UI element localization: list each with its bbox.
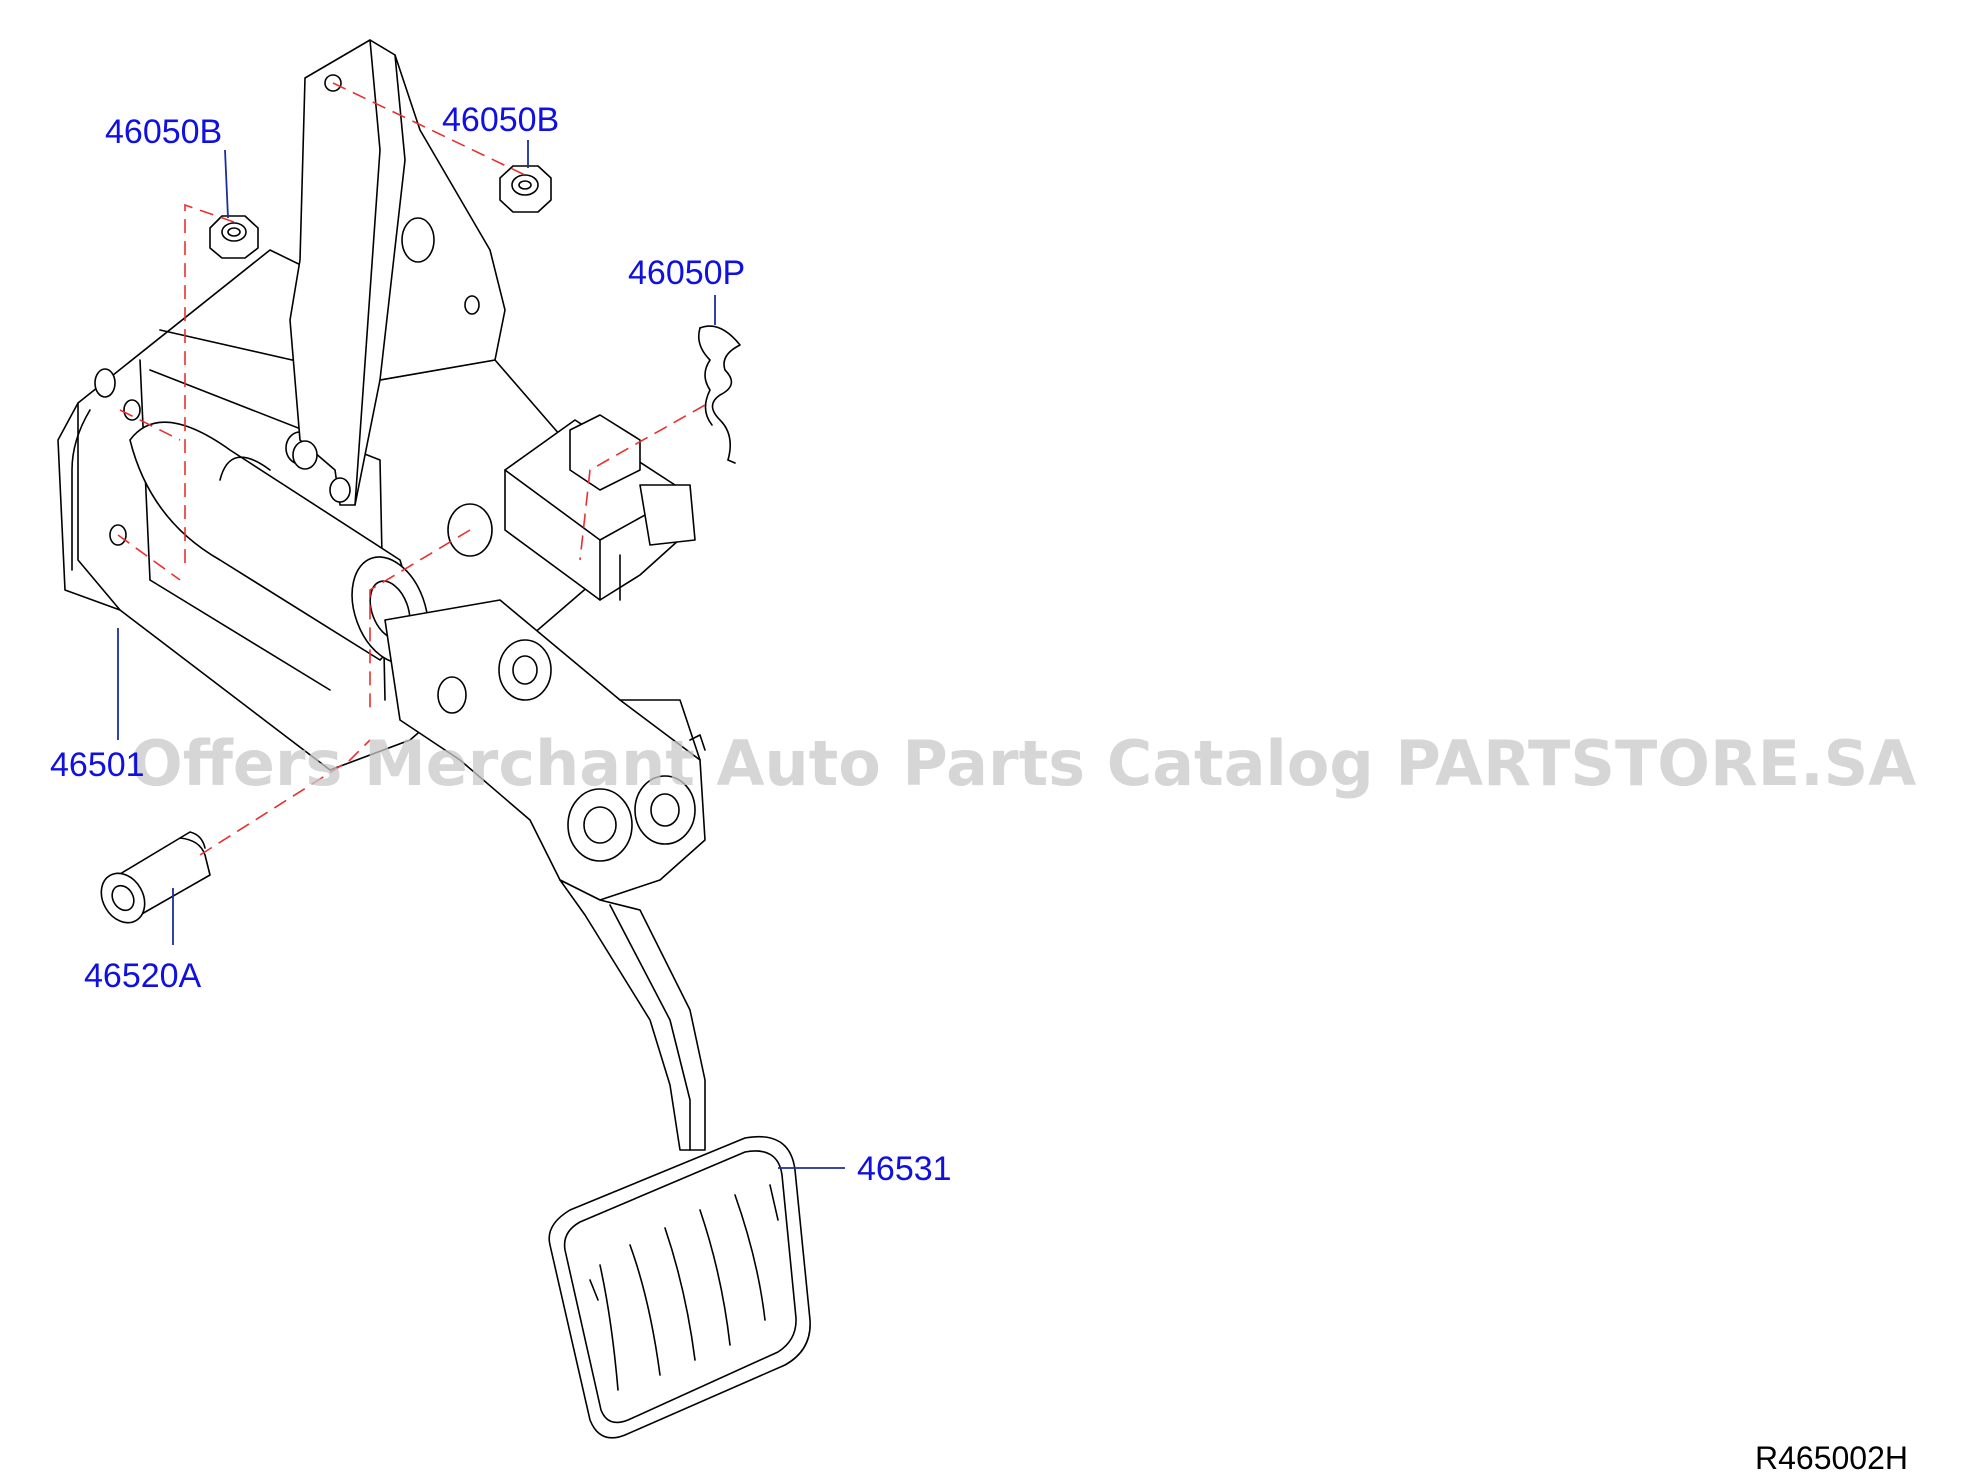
- callout-46050p[interactable]: 46050P: [628, 254, 745, 292]
- nut-left-drawing: [209, 215, 259, 259]
- upper-mount-plate: [289, 39, 506, 506]
- switch-bracket: [504, 414, 696, 601]
- callout-46050b-left[interactable]: 46050B: [105, 113, 222, 151]
- watermark-text: Offers Merchant Auto Parts Catalog PARTS…: [130, 727, 1916, 800]
- snap-pin-drawing: [697, 325, 741, 464]
- callout-46531[interactable]: 46531: [857, 1150, 952, 1188]
- diagram-reference-code: R465002H: [1755, 1440, 1908, 1476]
- pedal-arm: [559, 879, 706, 1151]
- stopper-drawing: [100, 831, 211, 924]
- pedal-lever-pivot: [384, 599, 706, 901]
- callout-46501[interactable]: 46501: [50, 746, 145, 784]
- phantom-lines: [117, 82, 706, 856]
- nut-right-drawing: [499, 165, 552, 213]
- callout-46520a[interactable]: 46520A: [84, 957, 202, 995]
- pedal-pad-drawing: [548, 1136, 811, 1439]
- leader-lines: [117, 140, 845, 1169]
- callout-46050b-right[interactable]: 46050B: [442, 101, 559, 139]
